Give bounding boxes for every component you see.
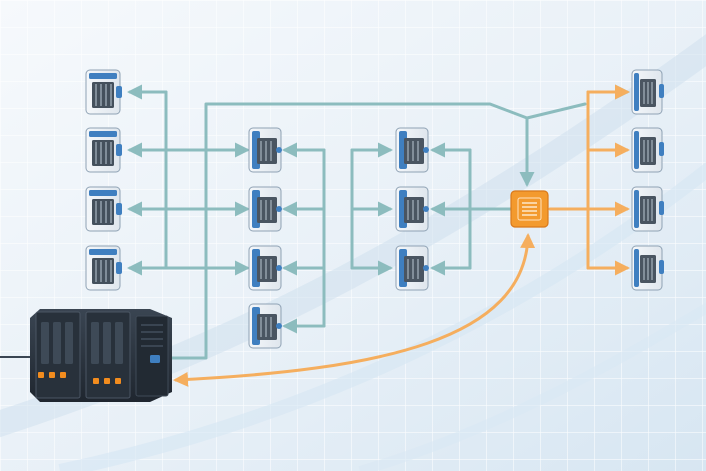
network-module-icon: [85, 127, 123, 173]
network-module-icon: [248, 245, 283, 291]
network-module-icon: [395, 186, 430, 232]
background-swoosh: [358, 302, 706, 471]
chip-switch-icon: [510, 190, 549, 228]
network-module-icon: [85, 69, 123, 115]
orange-links: [173, 84, 630, 387]
network-module-icon: [395, 127, 430, 173]
network-module-icon: [85, 245, 123, 291]
network-module-icon: [631, 245, 665, 291]
network-module-icon: [248, 127, 283, 173]
network-module-icon: [248, 303, 283, 349]
network-module-icon: [85, 186, 123, 232]
network-module-icon: [248, 186, 283, 232]
network-module-icon: [631, 69, 665, 115]
rack-server-icon: [0, 309, 172, 402]
network-module-icon: [631, 127, 665, 173]
network-module-icon: [395, 245, 430, 291]
network-module-icon: [631, 186, 665, 232]
